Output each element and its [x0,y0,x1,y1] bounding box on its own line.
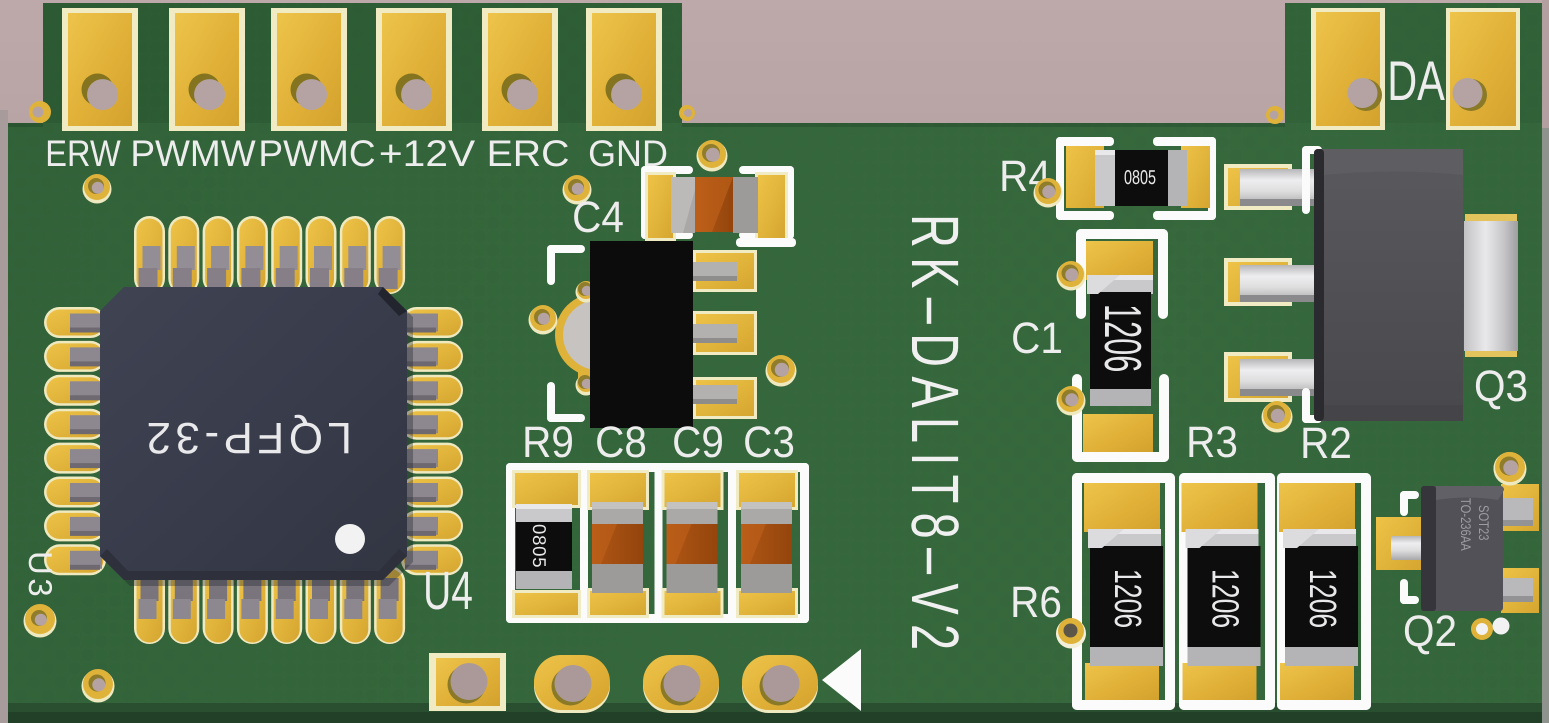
svg-text:TO-236AA: TO-236AA [1458,498,1474,551]
svg-text:ERW: ERW [45,133,120,174]
svg-text:0805: 0805 [529,524,550,568]
svg-text:R9: R9 [522,418,574,467]
svg-text:U4: U4 [423,561,473,621]
svg-text:1206: 1206 [1204,569,1246,628]
svg-text:C9: C9 [672,418,724,467]
svg-text:1206: 1206 [1301,569,1343,628]
svg-text:Q3: Q3 [1474,362,1528,411]
svg-text:+12V: +12V [379,133,476,174]
svg-text:C4: C4 [572,193,624,242]
svg-text:C1: C1 [1011,314,1063,363]
svg-text:R3: R3 [1186,418,1238,467]
svg-text:1206: 1206 [1106,569,1148,628]
svg-text:SOT23: SOT23 [1476,505,1492,541]
svg-text:C8: C8 [595,418,647,467]
svg-text:C3: C3 [743,418,795,467]
svg-text:ERC: ERC [487,133,570,174]
svg-text:R6: R6 [1010,578,1062,627]
svg-text:LQFP-32: LQFP-32 [142,413,352,462]
svg-text:RK–DALIT8–V2: RK–DALIT8–V2 [897,214,972,659]
svg-text:0805: 0805 [1124,167,1156,189]
svg-text:DA: DA [1387,49,1445,112]
svg-text:U3: U3 [22,551,59,600]
svg-text:R2: R2 [1300,419,1352,468]
svg-text:PWMC: PWMC [258,133,375,174]
svg-text:PWMW: PWMW [130,133,255,174]
svg-text:Q2: Q2 [1403,607,1457,656]
svg-text:1206: 1206 [1093,304,1151,372]
